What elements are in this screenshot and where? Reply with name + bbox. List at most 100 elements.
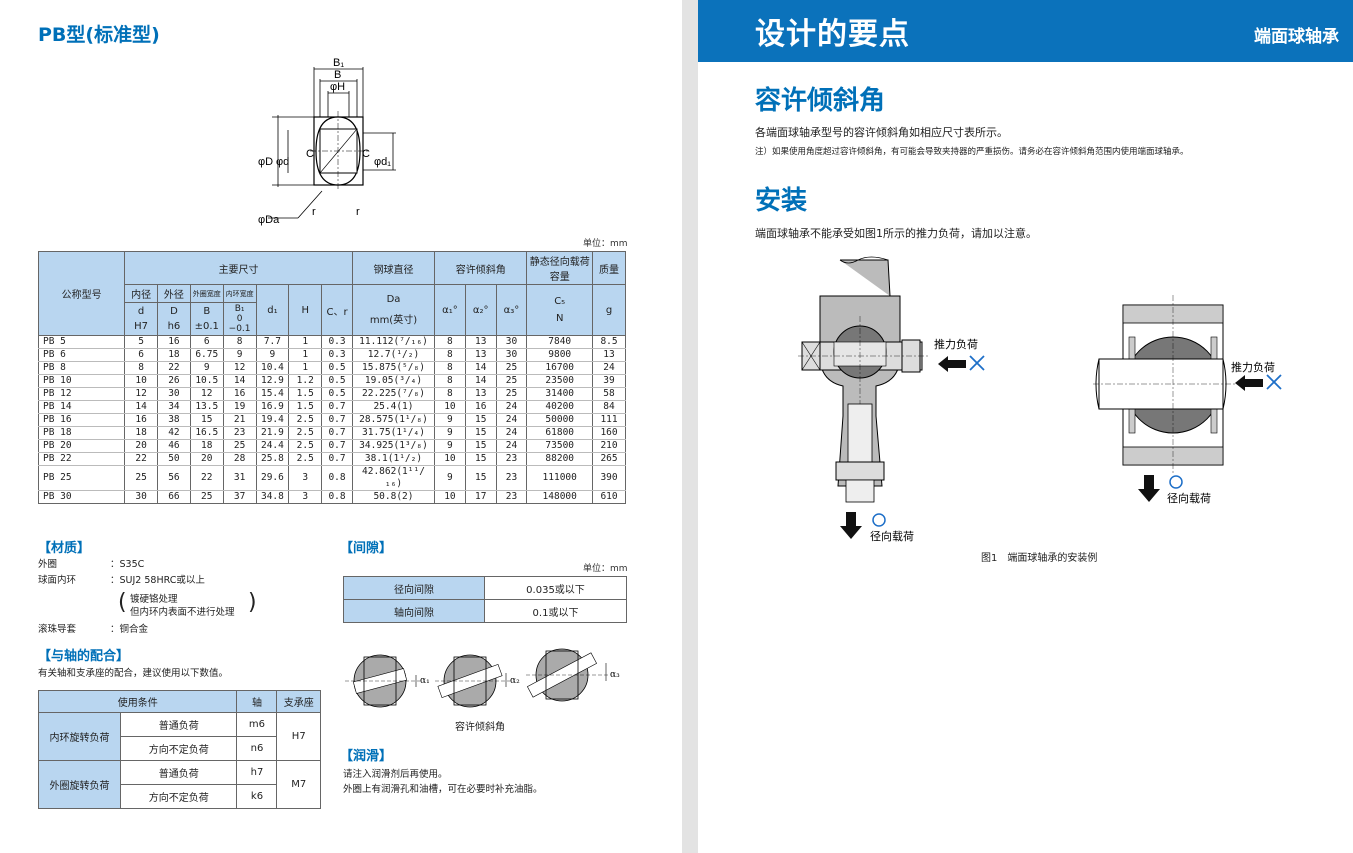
spec-cell: 18 — [124, 426, 159, 440]
spec-cell: 10 — [434, 452, 466, 466]
spec-cell: 14 — [222, 374, 257, 388]
spec-cell: 29.6 — [255, 465, 290, 491]
spec-cell: 26 — [157, 374, 191, 388]
spec-cell: 0.8 — [321, 490, 353, 504]
heading-tilt-angle: 容许倾斜角 — [755, 86, 886, 116]
spec-cell: 15 — [464, 452, 497, 466]
fit-th-cond: 使用条件 — [37, 690, 238, 713]
spec-cell: 66 — [157, 490, 191, 504]
alpha2-label: α₂ — [510, 676, 520, 686]
spec-cell: 25 — [124, 465, 159, 491]
th-main-dims: 主要尺寸 — [124, 251, 353, 285]
spec-cell: 24 — [495, 400, 528, 414]
left-page: PB型(标准型) B₁ B φ — [37, 24, 628, 809]
spec-cell: 21.9 — [255, 426, 290, 440]
alpha1-label: α₁ — [420, 676, 430, 686]
spec-cell: 12 — [124, 387, 159, 401]
th-outer-dia: 外径 — [157, 284, 191, 303]
spec-cell: 19.4 — [255, 413, 290, 427]
inner-label: 球面内环 — [38, 575, 77, 586]
spec-cell: 24 — [495, 426, 528, 440]
spec-cell: 1.5 — [288, 400, 323, 414]
spec-cell: 2.5 — [288, 439, 323, 453]
fit-shaft-4: k6 — [236, 784, 278, 809]
spec-cell: 8 — [124, 361, 159, 375]
thrust-arrow-2 — [1235, 375, 1263, 391]
spec-cell: 38.1(1¹/₂) — [351, 452, 436, 466]
banner-subtitle: 端面球轴承 — [1254, 27, 1339, 47]
spec-cell: 8.5 — [592, 335, 626, 349]
spec-cell: 0.5 — [321, 387, 353, 401]
spec-cell: 0.7 — [321, 400, 353, 414]
fit-normal-1: 普通负荷 — [119, 712, 238, 737]
tilt-note: 注）如果使用角度超过容许倾斜角，有可能会导致夹持器的严重损伤。请务必在容许倾斜角… — [755, 147, 1189, 157]
spec-cell: 16 — [464, 400, 497, 414]
spec-cell: 15 — [464, 426, 497, 440]
spec-cell: 15 — [464, 465, 497, 491]
spec-cell: 7.7 — [255, 335, 290, 349]
label-c-right: C — [362, 148, 370, 160]
spec-cell: 8 — [434, 387, 466, 401]
spec-cell: PB 12 — [37, 387, 126, 401]
spec-cell: 10 — [124, 374, 159, 388]
spec-cell: 23 — [495, 490, 528, 504]
spec-cell: 10.4 — [255, 361, 290, 375]
spec-cell: 0.7 — [321, 452, 353, 466]
paren-left: ( — [118, 590, 127, 615]
th-mass: 质量 — [592, 251, 626, 285]
th-b-symbol: B — [203, 306, 211, 317]
spec-cell: 9 — [434, 439, 466, 453]
spec-cell: 17 — [464, 490, 497, 504]
th-cr: C、r — [321, 284, 353, 336]
spec-cell: 84 — [592, 400, 626, 414]
spec-cell: 22 — [124, 452, 159, 466]
spec-cell: PB 30 — [37, 490, 126, 504]
lube-line2: 外圈上有润滑孔和油槽，可在必要时补充油脂。 — [343, 784, 543, 795]
circle-ok-icon — [872, 513, 886, 527]
spec-cell: 25.4(1) — [351, 400, 436, 414]
th-od-tolerance: h6 — [167, 321, 181, 332]
fit-heading: 【与轴的配合】 — [38, 649, 130, 664]
material-heading: 【材质】 — [38, 541, 91, 556]
tilt-bearing-3: α₃ — [526, 648, 620, 702]
installation-paragraph: 端面球轴承不能承受如图1所示的推力负荷，请加以注意。 — [755, 227, 1037, 240]
spec-cell: 37 — [222, 490, 257, 504]
spec-cell: 610 — [592, 490, 626, 504]
spec-cell: 13.5 — [189, 400, 224, 414]
spec-cell: 7840 — [526, 335, 594, 349]
clearance-unit: 单位：mm — [583, 564, 628, 574]
spec-cell: PB 16 — [37, 413, 126, 427]
spec-cell: 25 — [495, 361, 528, 375]
spec-cell: 42.862(1¹¹/₁₆) — [351, 465, 436, 491]
radial-clearance-label: 径向间隙 — [343, 576, 485, 600]
spec-cell: 25.8 — [255, 452, 290, 466]
spec-cell: 12 — [222, 361, 257, 375]
spec-cell: 88200 — [526, 452, 594, 466]
th-od-symbol: D — [170, 306, 178, 317]
spec-cell: 13 — [592, 348, 626, 362]
th-inner-width: 内环宽度 — [222, 284, 257, 303]
spec-cell: PB 8 — [37, 361, 126, 375]
axial-clearance-label: 轴向间隙 — [343, 599, 485, 623]
spec-cell: 23500 — [526, 374, 594, 388]
spec-cell: 8 — [434, 374, 466, 388]
spec-cell: 1 — [288, 361, 323, 375]
fit-housing-inner: H7 — [276, 712, 321, 761]
spec-cell: 11.112(⁷/₁₆) — [351, 335, 436, 349]
th-ball-dia: 钢球直径 — [351, 251, 436, 285]
lube-line1: 请注入润滑剂后再使用。 — [343, 769, 448, 780]
circle-ok-icon-2 — [1169, 475, 1183, 489]
label-b: B — [334, 69, 341, 81]
spec-cell: 24 — [495, 413, 528, 427]
th-b1-symbol: B₁ — [234, 304, 245, 314]
right-page: 设计的要点 端面球轴承 容许倾斜角 各端面球轴承型号的容许倾斜角如相应尺寸表所示… — [698, 0, 1353, 853]
spec-cell: 210 — [592, 439, 626, 453]
fit-shaft-3: h7 — [236, 760, 278, 785]
